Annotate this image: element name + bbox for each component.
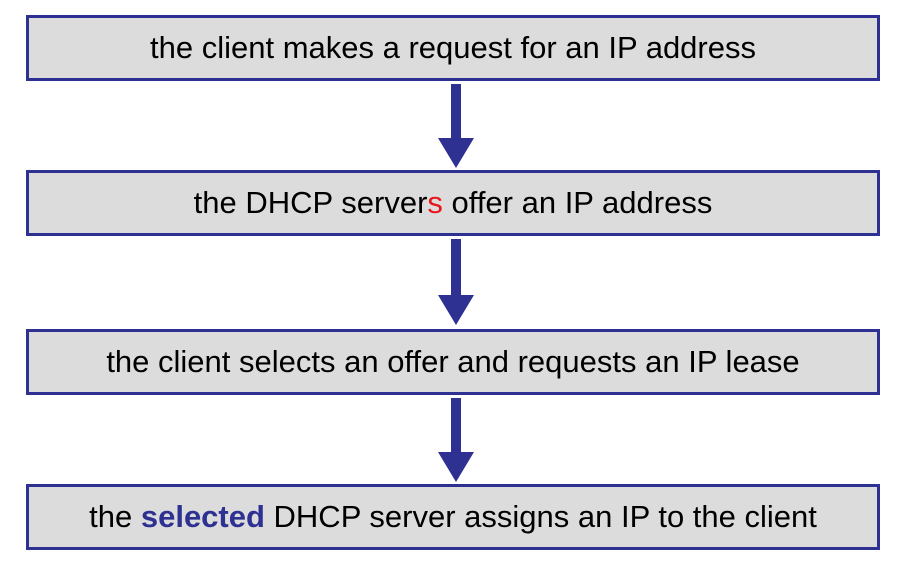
step-text-assign: the selected DHCP server assigns an IP t…	[89, 499, 817, 535]
down-arrow-icon	[438, 239, 474, 325]
step-text-assign-rest: DHCP server assigns an IP to the client	[264, 499, 817, 534]
down-arrow-icon	[438, 398, 474, 482]
step-text-request: the client makes a request for an IP add…	[150, 30, 756, 65]
step-box-select: the client selects an offer and requests…	[26, 329, 880, 395]
step-box-request: the client makes a request for an IP add…	[26, 15, 880, 81]
down-arrow-icon	[438, 84, 474, 168]
step-text-select: the client selects an offer and requests…	[106, 344, 800, 379]
step-text-offer: the DHCP servers offer an IP address	[194, 185, 713, 221]
step-text-assign-part: the	[89, 499, 141, 534]
step-box-assign: the selected DHCP server assigns an IP t…	[26, 484, 880, 550]
step-box-offer: the DHCP servers offer an IP address	[26, 170, 880, 236]
step-text-offer-part: the DHCP server	[193, 185, 428, 220]
highlight-plural-s: s	[427, 185, 443, 220]
step-text-offer-rest: offer an IP address	[442, 185, 713, 220]
highlight-selected: selected	[140, 499, 265, 534]
